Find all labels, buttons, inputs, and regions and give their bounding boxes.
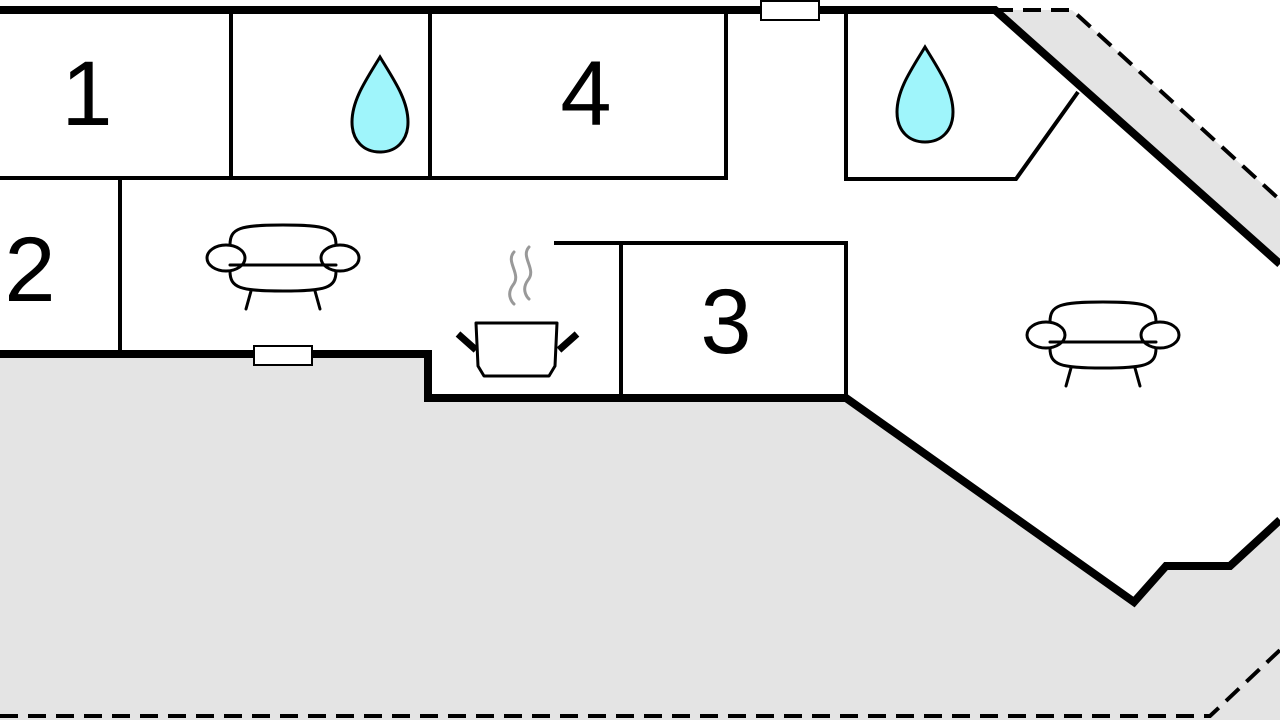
steam-lines xyxy=(508,245,533,306)
room-label-3: 3 xyxy=(700,271,751,373)
outdoor-boundary-top xyxy=(995,8,1280,202)
outdoor-area xyxy=(0,10,1280,720)
room-label-2: 2 xyxy=(4,219,55,321)
terrace-lower xyxy=(0,356,1280,720)
window-top xyxy=(760,0,820,21)
sofa-icon xyxy=(1025,300,1181,388)
partition-bath2 xyxy=(844,10,1080,181)
window-bottom-left xyxy=(253,345,313,366)
partition-top-rooms xyxy=(0,10,728,180)
outdoor-boundary-bottom xyxy=(0,648,1280,718)
room-label-4: 4 xyxy=(560,43,611,145)
room-label-1: 1 xyxy=(61,43,112,145)
water-drop-icon xyxy=(350,54,410,154)
wall-bottom xyxy=(0,350,1280,608)
water-drop-icon xyxy=(895,44,955,144)
sofa-icon xyxy=(205,223,361,311)
interior-walls xyxy=(0,10,1080,398)
outdoor-boundary xyxy=(0,8,1280,718)
wall-top xyxy=(0,6,1280,267)
exterior-walls xyxy=(0,6,1280,608)
partition-kitchen-top xyxy=(554,241,848,398)
cooking-pot-icon xyxy=(455,245,580,378)
